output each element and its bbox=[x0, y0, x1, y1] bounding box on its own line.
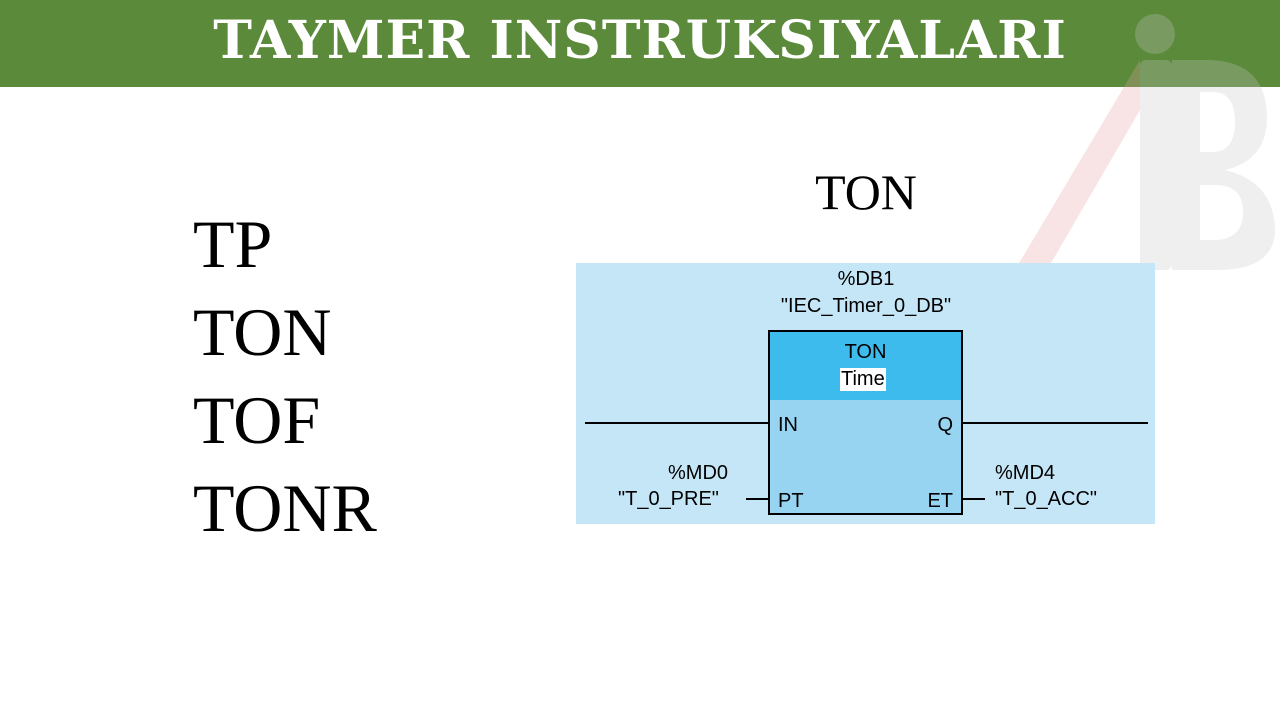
pt-address: %MD0 bbox=[668, 462, 729, 484]
pt-tag: "T_0_PRE" bbox=[618, 488, 719, 510]
block-type: TON bbox=[844, 341, 887, 363]
et-wire bbox=[963, 498, 985, 500]
slide-title: TAYMER INSTRUKSIYALARI bbox=[213, 10, 1067, 71]
list-item: TOF bbox=[193, 382, 321, 458]
list-item: TP bbox=[193, 206, 273, 282]
diagram-title: TON bbox=[815, 164, 917, 220]
ton-function-block: TON Time IN Q PT ET bbox=[768, 330, 963, 515]
pin-in-label: IN bbox=[778, 414, 798, 436]
in-wire bbox=[585, 422, 768, 424]
instance-db-name: "IEC_Timer_0_DB" bbox=[780, 295, 952, 317]
instance-address: %DB1 bbox=[837, 268, 895, 290]
pin-q-label: Q bbox=[937, 414, 953, 436]
pin-et-label: ET bbox=[927, 490, 953, 512]
q-wire bbox=[963, 422, 1148, 424]
et-tag: "T_0_ACC" bbox=[995, 488, 1098, 510]
et-address: %MD4 bbox=[995, 462, 1056, 484]
timer-type-list: TP TON TOF TONR bbox=[193, 200, 377, 552]
pt-wire bbox=[746, 498, 768, 500]
pin-pt-label: PT bbox=[778, 490, 804, 512]
block-subtype: Time bbox=[840, 368, 886, 391]
title-bar: TAYMER INSTRUKSIYALARI bbox=[0, 0, 1280, 87]
function-block-header: TON Time bbox=[770, 332, 961, 400]
list-item: TON bbox=[193, 294, 332, 370]
list-item: TONR bbox=[193, 470, 377, 546]
